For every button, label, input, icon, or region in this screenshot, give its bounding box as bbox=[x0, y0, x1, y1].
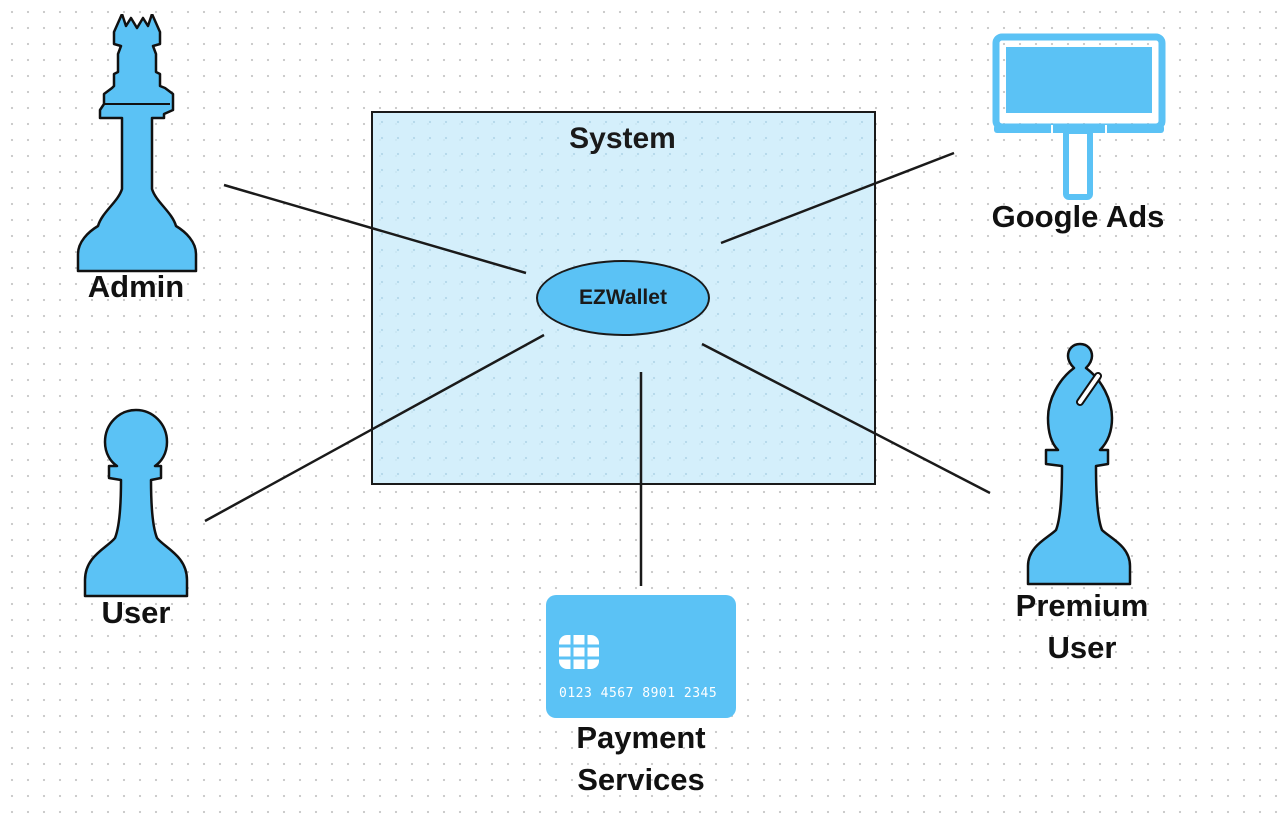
card-number: 0123 4567 8901 2345 bbox=[559, 686, 717, 701]
premium-user-line1: Premium bbox=[1015, 588, 1149, 623]
line-user-ezwallet bbox=[204, 333, 545, 523]
actor-label-admin: Admin bbox=[87, 269, 185, 304]
actor-label-user: User bbox=[101, 595, 171, 630]
system-title: System bbox=[569, 122, 676, 155]
credit-card-icon: 0123 4567 8901 2345 bbox=[546, 595, 736, 718]
line-admin-ezwallet bbox=[223, 183, 527, 275]
payment-services-line2: Services bbox=[577, 762, 705, 797]
line-googleads-ezwallet bbox=[720, 151, 955, 245]
chess-bishop-icon bbox=[1026, 342, 1132, 586]
payment-services-line1: Payment bbox=[576, 720, 706, 755]
line-premiumuser-ezwallet bbox=[701, 342, 991, 495]
actor-label-payment-services: Payment Services bbox=[541, 717, 741, 801]
billboard-icon bbox=[992, 33, 1166, 200]
premium-user-line2: User bbox=[1047, 630, 1117, 665]
chess-pawn-icon bbox=[83, 408, 189, 598]
card-chip-icon bbox=[559, 635, 599, 669]
chess-queen-icon bbox=[76, 14, 198, 273]
actor-label-premium-user: Premium User bbox=[990, 585, 1174, 669]
usecase-ezwallet[interactable]: EZWallet bbox=[536, 260, 710, 336]
actor-label-google-ads: Google Ads bbox=[991, 199, 1165, 234]
